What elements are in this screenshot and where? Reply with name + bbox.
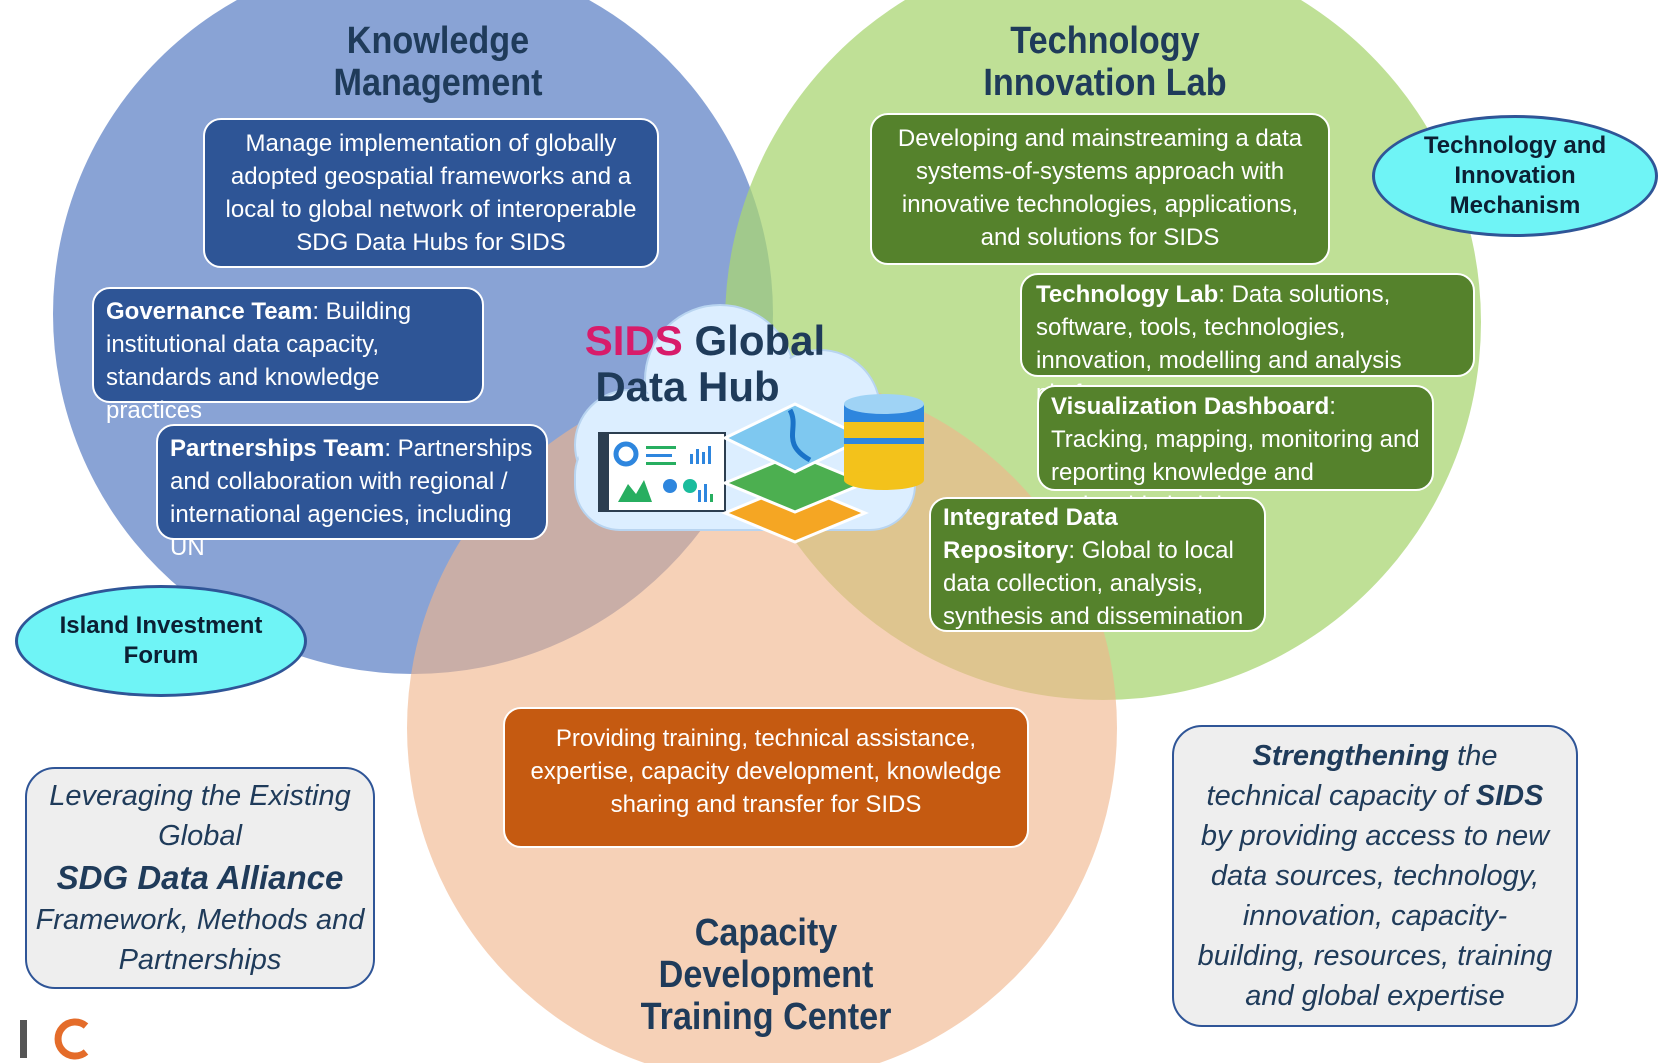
sids-emph: SIDS [1475, 780, 1544, 812]
hub-data-hub-text: Data Hub [595, 363, 780, 410]
hub-global-text: Global [682, 317, 826, 364]
visualization-dashboard-box: Visualization Dashboard: Tracking, mappi… [1037, 385, 1434, 519]
sdg-data-alliance-note: Leveraging the Existing Global SDG Data … [25, 767, 375, 989]
integrated-repository-text: : Global to local data collection, analy… [943, 537, 1244, 630]
technology-main-box: Developing and mainstreaming a data syst… [870, 113, 1330, 265]
visualization-dashboard-label: Visualization Dashboard [1051, 393, 1330, 420]
governance-team-text: : Building institutional data capacity, … [106, 298, 412, 424]
governance-team-box: Governance Team: Building institutional … [92, 287, 484, 424]
dashboard-icon [598, 432, 726, 512]
strengthening-capacity-note: Strengthening the technical capacity of … [1172, 725, 1578, 1027]
technology-innovation-title: Technology Innovation Lab [983, 20, 1227, 104]
island-investment-forum-oval: Island Investment Forum [15, 585, 307, 697]
capacity-development-title: Capacity Development Training Center [640, 912, 892, 1038]
governance-team-label: Governance Team [106, 298, 313, 325]
knowledge-main-box: Manage implementation of globally adopte… [203, 118, 659, 268]
integrated-repository-box: Integrated Data Repository: Global to lo… [929, 497, 1266, 632]
logo-icon [20, 1018, 89, 1060]
hub-sids-text: SIDS [584, 317, 683, 364]
strengthening-emph: Strengthening [1252, 740, 1450, 772]
partnerships-team-label: Partnerships Team [170, 435, 385, 462]
technology-lab-box: Technology Lab: Data solutions, software… [1020, 273, 1475, 407]
integrated-repository-label: Integrated Data Repository [943, 504, 1118, 564]
knowledge-management-title: Knowledge Management [333, 20, 543, 104]
hub-title: SIDS Global Data Hub [560, 318, 850, 410]
partnerships-team-text: : Partnerships and collaboration with re… [170, 435, 533, 561]
partnerships-team-box: Partnerships Team: Partnerships and coll… [156, 424, 548, 561]
capacity-main-box: Providing training, technical assistance… [503, 707, 1029, 848]
technology-innovation-mechanism-oval: Technology and Innovation Mechanism [1372, 115, 1658, 237]
technology-lab-label: Technology Lab [1036, 281, 1219, 308]
database-icon [844, 394, 924, 490]
visualization-dashboard-text: : Tracking, mapping, monitoring and repo… [1051, 393, 1420, 519]
map-layers-icon [721, 402, 869, 544]
